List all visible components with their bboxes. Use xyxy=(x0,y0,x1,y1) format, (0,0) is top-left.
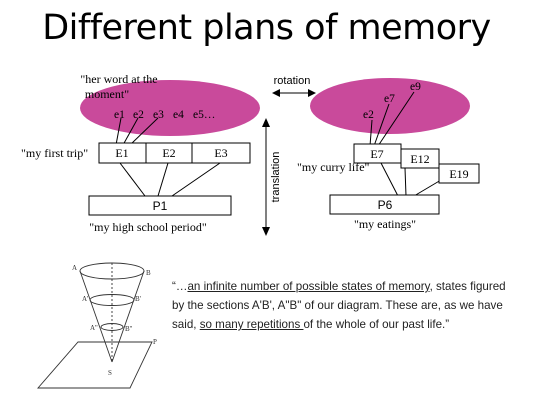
period-label-left: "my high school period" xyxy=(89,220,207,234)
translation-label: translation xyxy=(270,152,282,203)
event-e3: e3 xyxy=(153,109,164,121)
event-right-e7: e7 xyxy=(384,93,395,105)
event-right-e2: e2 xyxy=(363,109,374,121)
box-p6-label: P6 xyxy=(378,198,393,212)
quote-middle: , states figured by the sections A'B', A… xyxy=(172,280,506,331)
rotation-arrow xyxy=(272,89,316,97)
quote-open: “… xyxy=(172,280,188,293)
box-e12 xyxy=(400,148,440,169)
trip-label: "my first trip" xyxy=(21,146,88,160)
bergson-quote: “…an infinite number of possible states … xyxy=(172,277,517,334)
box-e19 xyxy=(438,163,480,184)
event-e1: e1 xyxy=(114,109,125,121)
cone-label-s: S xyxy=(108,369,112,377)
plane-p xyxy=(37,341,153,389)
box-p6 xyxy=(329,194,440,215)
quote-close: of the whole of our past life.” xyxy=(303,318,450,331)
slide-title: Different plans of memory xyxy=(42,8,491,48)
left-connector-lines xyxy=(115,117,221,197)
left-memory-ellipse xyxy=(80,80,260,136)
box-p1-label: P1 xyxy=(153,199,168,213)
box-e1-label: E1 xyxy=(115,146,128,160)
event-e4: e4 xyxy=(173,109,184,121)
box-e3-label: E3 xyxy=(214,146,227,160)
right-memory-ellipse xyxy=(310,78,470,134)
box-e12-label: E12 xyxy=(410,152,429,166)
cone-label-p: P xyxy=(153,338,157,346)
cone-label-a-prime: A' xyxy=(82,295,88,303)
cone-label-b-prime: B' xyxy=(135,295,141,303)
cone-label-b: B xyxy=(146,269,151,277)
period-label-right: "my eatings" xyxy=(354,217,416,231)
event-e2: e2 xyxy=(133,109,144,121)
event-right-e9: e9 xyxy=(410,81,421,93)
box-e2-label: E2 xyxy=(162,146,175,160)
right-connector-lines xyxy=(369,91,442,197)
cone-label-a-double-prime: A'' xyxy=(90,324,98,332)
left-quote-word-line2: moment" xyxy=(85,87,129,101)
cone-labels: A B A' B' A'' B'' P S xyxy=(72,264,157,377)
curry-label: "my curry life" xyxy=(297,160,370,174)
box-e19-label: E19 xyxy=(449,167,468,181)
cone-label-b-double-prime: B'' xyxy=(125,325,132,333)
quote-underline-states: an infinite number of possible states of… xyxy=(187,280,430,293)
event-e5: e5… xyxy=(193,109,215,121)
rotation-label: rotation xyxy=(274,75,311,87)
translation-arrow xyxy=(262,118,270,236)
quote-underline-repetitions: so many repetitions xyxy=(199,318,304,331)
box-p1 xyxy=(88,195,232,216)
cone-label-a: A xyxy=(72,264,77,272)
cone-figure xyxy=(37,262,153,389)
box-e3 xyxy=(191,142,251,164)
left-quote-word-line1: "her word at the xyxy=(80,72,157,86)
box-e7-label: E7 xyxy=(370,147,383,161)
